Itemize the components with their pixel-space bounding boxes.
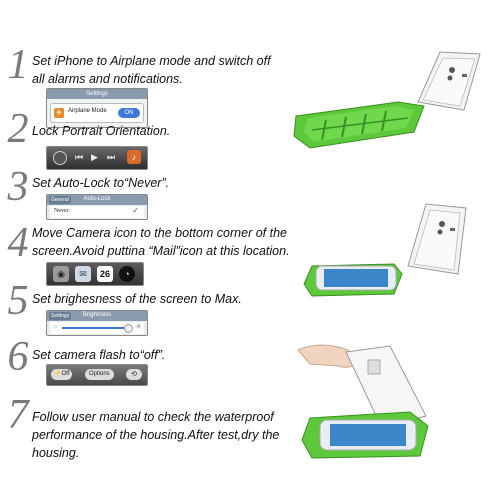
step-text: Set brighesness of the screen to Max. xyxy=(32,290,242,308)
sun-large-icon: ☀ xyxy=(134,322,142,331)
step-number: 1 xyxy=(7,42,29,88)
never-option-row: Never ✓ xyxy=(50,206,144,218)
brightness-title: Brightness xyxy=(82,312,112,318)
iphone xyxy=(315,265,397,291)
slider-track xyxy=(62,327,130,329)
music-icon: ♪ xyxy=(127,150,141,164)
step-line: performance of the housing.After test,dr… xyxy=(32,428,280,442)
step-2: 2 Lock Portrait Orientation. xyxy=(0,108,290,158)
green-tray xyxy=(293,101,425,149)
clock-icon: ◔ xyxy=(119,266,135,282)
housing-with-phone-photo xyxy=(303,203,467,297)
multitask-bar-screenshot: ⏮ ▶ ⏭ ♪ xyxy=(46,146,148,170)
step-3: 3 Set Auto-Lock to“Never”. xyxy=(0,164,290,210)
play-icon: ▶ xyxy=(91,152,98,162)
back-button: Settings xyxy=(49,312,72,320)
rewind-icon: ⏮ xyxy=(75,152,84,162)
step-number: 4 xyxy=(7,220,29,266)
step-line: Set camera flash to“off”. xyxy=(32,348,166,362)
step-text: Set Auto-Lock to“Never”. xyxy=(32,174,169,192)
slider-knob xyxy=(124,324,133,333)
clear-lid xyxy=(417,51,481,111)
step-line: Set brighesness of the screen to Max. xyxy=(32,292,242,306)
checkmark-icon: ✓ xyxy=(132,206,139,215)
step-number: 6 xyxy=(7,334,29,380)
step-text: Lock Portrait Orientation. xyxy=(32,122,170,140)
step-line: Set Auto-Lock to“Never”. xyxy=(32,176,170,190)
settings-header: Settings xyxy=(47,89,147,99)
step-line: Move Camera icon to the bottom corner of… xyxy=(32,226,287,240)
step-4: 4 Move Camera icon to the bottom corner … xyxy=(0,222,290,272)
back-button: General xyxy=(49,196,71,204)
step-number: 7 xyxy=(7,392,29,438)
step-line: Follow user manual to check the waterpro… xyxy=(32,410,274,424)
auto-lock-title: Auto-Lock xyxy=(83,196,111,202)
step-number: 3 xyxy=(7,164,29,210)
airplane-icon: ✈ xyxy=(54,108,64,118)
sun-small-icon: ☼ xyxy=(52,323,59,330)
step-5: 5 Set brighesness of the screen to Max. xyxy=(0,278,290,324)
flash-off-button: ⚡Off xyxy=(51,369,73,380)
options-button: Options xyxy=(85,369,114,380)
brightness-slider: ☼ ☀ xyxy=(50,322,144,334)
step-7: 7 Follow user manual to check the waterp… xyxy=(0,394,290,464)
step-line: Set iPhone to Airplane mode and switch o… xyxy=(32,54,271,68)
auto-lock-screenshot: General Auto-Lock Never ✓ xyxy=(46,194,148,220)
airplane-mode-screenshot: Settings ✈ Airplane Mode ON xyxy=(46,88,148,128)
airplane-mode-row: ✈ Airplane Mode ON xyxy=(50,103,144,123)
auto-lock-navbar: General Auto-Lock xyxy=(47,195,147,205)
switch-camera-icon: ⟲ xyxy=(126,369,142,380)
airplane-mode-toggle: ON xyxy=(118,108,140,118)
step-text: Set camera flash to“off”. xyxy=(32,346,165,364)
step-number: 2 xyxy=(7,106,29,152)
brightness-screenshot: Settings Brightness ☼ ☀ xyxy=(46,310,148,336)
housing-closing-photo xyxy=(297,344,429,459)
mail-icon: ✉ xyxy=(75,266,91,282)
calendar-icon: 26 xyxy=(97,266,113,282)
forward-icon: ⏭ xyxy=(107,152,116,162)
camera-flash-screenshot: ⚡Off Options ⟲ xyxy=(46,364,148,386)
airplane-mode-label: Airplane Mode xyxy=(68,108,107,114)
calendar-date: 26 xyxy=(99,269,110,279)
clear-lid xyxy=(407,203,467,275)
camera-icon: ◉ xyxy=(53,266,69,282)
step-line: all alarms and notifications. xyxy=(32,72,183,86)
step-line: housing. xyxy=(32,446,80,460)
brightness-navbar: Settings Brightness xyxy=(47,311,147,321)
never-option-label: Never xyxy=(54,208,69,214)
step-text: Set iPhone to Airplane mode and switch o… xyxy=(32,52,271,88)
step-number: 5 xyxy=(7,278,29,324)
housing-open-empty-photo xyxy=(293,51,481,149)
step-text: Follow user manual to check the waterpro… xyxy=(32,408,279,462)
step-line: screen.Avoid puttina “Mail”icon at this … xyxy=(32,244,290,258)
step-6: 6 Set camera flash to“off”. xyxy=(0,334,290,380)
step-1: 1 Set iPhone to Airplane mode and switch… xyxy=(0,44,290,100)
iphone xyxy=(319,419,417,451)
rotation-lock-icon xyxy=(53,151,67,165)
clear-lid xyxy=(345,345,427,429)
step-line: Lock Portrait Orientation. xyxy=(32,124,171,138)
flash-icon: ⚡ xyxy=(54,371,62,377)
home-screen-screenshot: ◉ ✉ 26 ◔ xyxy=(46,262,144,286)
step-text: Move Camera icon to the bottom corner of… xyxy=(32,224,290,260)
flash-off-label: Off xyxy=(61,371,70,377)
